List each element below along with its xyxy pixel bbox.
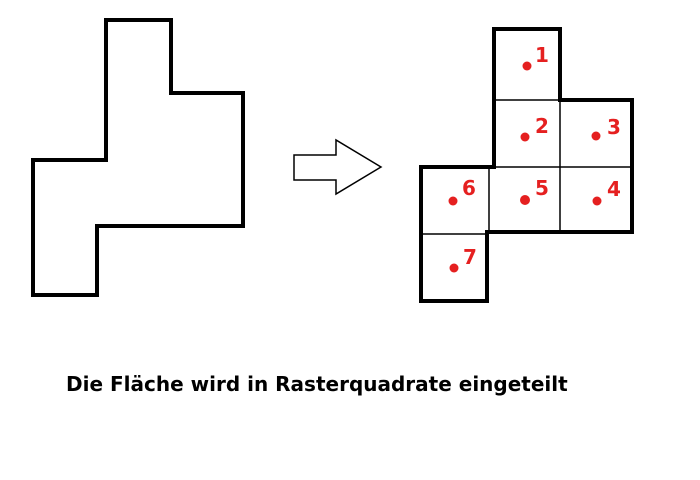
cell-number: 7 [463, 245, 477, 269]
grid-cell-6: 6 [448, 176, 476, 206]
cell-number: 5 [535, 176, 549, 200]
cell-number: 1 [535, 43, 549, 67]
grid-cell-2: 2 [520, 114, 549, 142]
cell-number: 2 [535, 114, 549, 138]
cell-dot [522, 61, 532, 71]
grid-cell-1: 1 [522, 43, 549, 71]
cell-dot [520, 132, 530, 142]
cell-dot [449, 263, 459, 273]
original-shape-outline [31, 18, 245, 297]
grid-cell-4: 4 [592, 177, 621, 206]
cell-dot [448, 196, 458, 206]
gridded-shape-outline [419, 27, 634, 303]
diagram-caption: Die Fläche wird in Rasterquadrate einget… [66, 372, 568, 396]
cell-number: 4 [607, 177, 621, 201]
gridded-shape: 1 2 3 4 5 6 7 [419, 27, 634, 303]
cell-number: 6 [462, 176, 476, 200]
transform-arrow [293, 138, 383, 196]
grid-cell-7: 7 [449, 245, 477, 273]
cell-dot [520, 195, 530, 205]
cell-dot [591, 131, 601, 141]
cell-number: 3 [607, 115, 621, 139]
grid-cell-5: 5 [520, 176, 549, 205]
cell-dot [592, 196, 602, 206]
grid-cell-3: 3 [591, 115, 621, 141]
